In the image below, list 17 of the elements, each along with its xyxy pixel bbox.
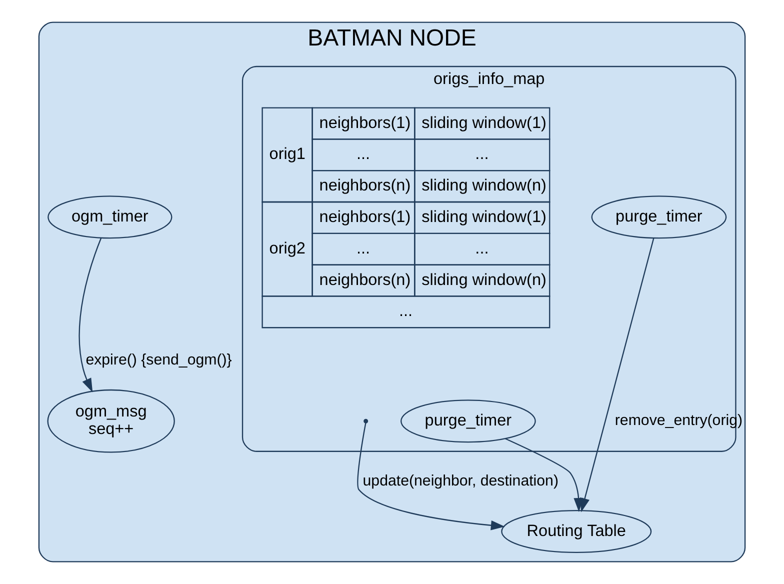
label: neighbors(n) (319, 270, 411, 289)
label: ... (398, 302, 413, 320)
label: neighbors(n) (319, 176, 411, 195)
label: sliding window(1) (422, 114, 546, 132)
label: neighbors(1) (319, 114, 411, 132)
edge-label: expire() {send_ogm()} (86, 352, 232, 369)
label: sliding window(n) (422, 176, 546, 195)
label: ... (475, 145, 489, 164)
edge-label: update(neighbor, destination) (362, 472, 558, 490)
label: ... (475, 239, 489, 258)
label: neighbors(1) (319, 208, 411, 226)
label: orig1 (269, 145, 306, 164)
label: sliding window(n) (422, 270, 546, 289)
label: ... (356, 145, 370, 164)
label: sliding window(1) (422, 208, 546, 226)
label: orig2 (269, 239, 306, 258)
label: ... (356, 239, 370, 258)
